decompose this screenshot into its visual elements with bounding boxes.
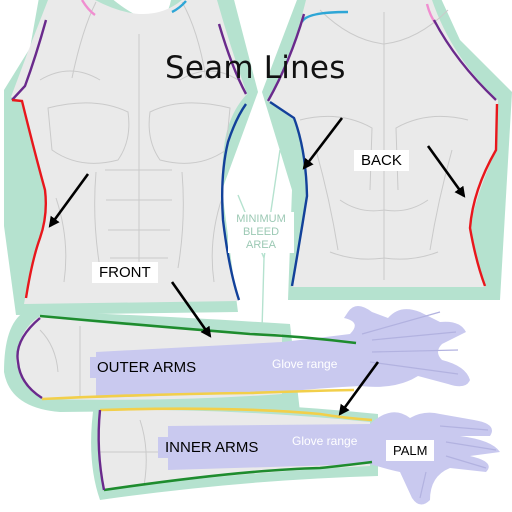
front-label: FRONT xyxy=(92,262,158,283)
back-seam-red xyxy=(468,103,499,287)
inner-glove xyxy=(168,412,500,505)
back-seam-navy xyxy=(269,101,309,287)
glove-range-outer-label: Glove range xyxy=(272,357,338,371)
outer-arms-label: OUTER ARMS xyxy=(90,357,204,378)
front-seam-navy xyxy=(221,103,247,301)
bleed-label-line3: AREA xyxy=(246,239,276,251)
outer-arm-seam-yellow xyxy=(41,388,355,401)
inner-glove-fingers xyxy=(419,425,497,499)
back-label: BACK xyxy=(354,150,409,171)
arrow-front xyxy=(48,173,90,228)
outer-glove-fingers xyxy=(361,311,459,375)
front-panel xyxy=(4,0,258,315)
palm-label: PALM xyxy=(386,440,435,461)
inner-arm-seam-purple xyxy=(97,409,106,491)
back-seam-purple-right xyxy=(432,19,497,101)
back-seam-purple-left xyxy=(266,13,306,102)
inner-arm-seam-yellow xyxy=(99,407,373,422)
bleed-label-line2: BLEED xyxy=(242,226,280,238)
front-seam-red xyxy=(11,98,48,299)
bleed-label-line1: MINIMUM xyxy=(236,213,286,225)
front-seam-purple-left xyxy=(11,19,48,101)
arrow-back-right xyxy=(426,145,466,198)
outer-arm-seam-purple xyxy=(16,317,43,400)
front-seam-pink xyxy=(80,0,96,16)
arrow-back-left xyxy=(302,117,344,170)
front-seam-cyan xyxy=(171,0,187,14)
page-title: Seam Lines xyxy=(165,50,346,86)
outer-arm-seam-green xyxy=(39,314,357,345)
back-body xyxy=(268,0,498,287)
inner-glove-shape xyxy=(168,412,500,505)
inner-arm-seam-green xyxy=(103,460,373,492)
bleed-area-label: MINIMUM BLEED AREA xyxy=(228,212,294,253)
back-muscle-lines xyxy=(299,9,469,280)
arm-seams xyxy=(16,314,373,492)
glove-range-inner-label: Glove range xyxy=(292,434,358,448)
front-seam-purple-right xyxy=(217,23,248,95)
arrow-outer-arm xyxy=(170,281,212,338)
arrow-inner-arm xyxy=(338,361,380,416)
inner-arms-label: INNER ARMS xyxy=(158,437,266,458)
annotation-arrows xyxy=(48,117,466,416)
front-muscle-lines xyxy=(39,1,239,283)
